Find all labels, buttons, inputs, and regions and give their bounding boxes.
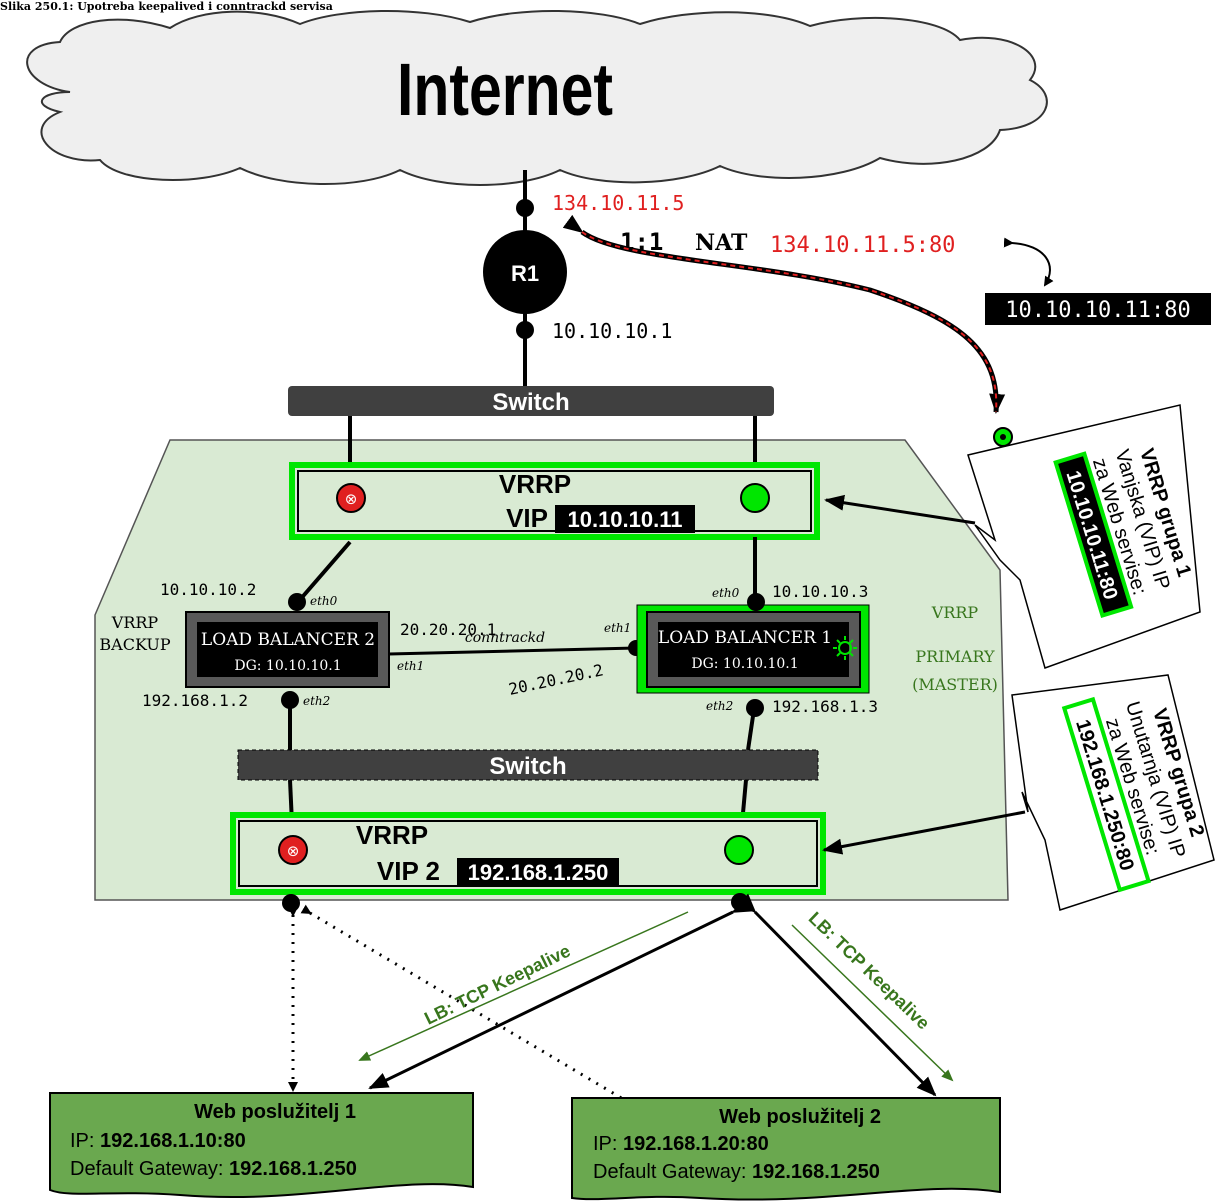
web1-gateway-label: Default Gateway: <box>70 1158 229 1180</box>
lb1-role-line2: PRIMARY <box>915 647 995 666</box>
vrrp1-vip-prefix: VIP <box>506 503 548 533</box>
vrrp-group-1-box <box>289 462 820 540</box>
web2-title: Web poslužitelj 2 <box>719 1106 881 1128</box>
vrrp2-master-port <box>731 893 749 911</box>
router-port-external <box>516 199 534 217</box>
nat-label: NAT <box>695 230 748 256</box>
svg-text:Default Gateway: 192.168.1.250: Default Gateway: 192.168.1.250 <box>593 1161 880 1183</box>
router-label: R1 <box>511 261 539 286</box>
keepalive-path-2 <box>791 924 954 1082</box>
lb2-eth2-port <box>281 691 299 709</box>
nat-external-address: 134.10.11.5:80 <box>770 233 955 258</box>
vrrp2-vip-address: 192.168.1.250 <box>468 860 609 885</box>
web2-ip-label: IP: <box>593 1133 623 1155</box>
lb1-eth1-label: eth1 <box>604 621 631 635</box>
web2-gateway-label: Default Gateway: <box>593 1161 752 1183</box>
lb2-eth1-ip: 20.20.20.1 <box>400 620 496 639</box>
lb1-eth0-ip: 10.10.10.3 <box>772 582 868 601</box>
lb2-role-line1: VRRP <box>111 613 159 632</box>
web2-gateway: 192.168.1.250 <box>752 1161 880 1183</box>
switch-bottom <box>237 749 819 781</box>
router-r1 <box>483 230 567 314</box>
lb1-eth2-ip: 192.168.1.3 <box>772 697 878 716</box>
lb2-title: LOAD BALANCER 2 <box>201 630 375 650</box>
lb1-eth0-label: eth0 <box>712 586 740 600</box>
switch-top-label: Switch <box>492 389 569 416</box>
vrrp2-master-status-icon <box>724 835 754 865</box>
lb1-title: LOAD BALANCER 1 <box>658 628 832 648</box>
vrrp2-backup-status-icon <box>278 835 308 865</box>
lb1-eth2-label: eth2 <box>706 699 733 713</box>
svg-text:IP: 192.168.1.10:80: IP: 192.168.1.10:80 <box>70 1130 246 1152</box>
load-balancer-2 <box>185 611 390 688</box>
web1-gateway: 192.168.1.250 <box>229 1158 357 1180</box>
internet-cloud: Internet <box>26 10 1048 186</box>
keepalive-label-1: LB: TCP Keepalive <box>421 941 573 1029</box>
lb1-role-line1: VRRP <box>931 603 979 622</box>
lb2-eth1-label: eth1 <box>397 659 424 673</box>
vrrp1-vip-address: 10.10.10.11 <box>567 507 682 532</box>
switch-bottom-label: Switch <box>489 753 566 780</box>
keepalive-path-1 <box>358 911 689 1061</box>
web1-ip-label: IP: <box>70 1130 100 1152</box>
lb2-eth0-ip: 10.10.10.2 <box>160 580 256 599</box>
internet-label: Internet <box>397 49 613 132</box>
sun-active-icon <box>833 636 857 660</box>
lb1-eth2-port <box>746 699 764 717</box>
lb2-eth0-label: eth0 <box>310 594 338 608</box>
lb2-default-gateway: DG: 10.10.10.1 <box>234 658 341 674</box>
svg-text:⊗: ⊗ <box>287 842 300 860</box>
nat-internal-address: 10.10.10.11:80 <box>1005 298 1190 323</box>
lb2-eth2-ip: 192.168.1.2 <box>142 691 248 710</box>
lb2-eth2-label: eth2 <box>303 694 330 708</box>
web1-ip: 192.168.1.10:80 <box>100 1130 246 1152</box>
web1-title: Web poslužitelj 1 <box>194 1101 356 1123</box>
router-external-ip: 134.10.11.5 <box>552 191 684 215</box>
lb1-eth0-port <box>747 593 765 611</box>
conntrackd-label: conntrackd <box>465 630 545 646</box>
vrrp1-title: VRRP <box>499 469 571 499</box>
switch-top <box>288 386 774 416</box>
nat-swap-arrow <box>1003 237 1054 287</box>
vrrp1-backup-status-icon <box>336 483 366 513</box>
vrrp1-master-status-icon <box>740 483 770 513</box>
vrrp2-backup-port <box>282 894 300 912</box>
figure-caption: Slika 250.1: Upotreba keepalived i connt… <box>0 0 333 13</box>
svg-text:IP: 192.168.1.20:80: IP: 192.168.1.20:80 <box>593 1133 769 1155</box>
keepalive-label-2: LB: TCP Keepalive <box>805 908 934 1033</box>
load-balancer-1 <box>636 604 870 694</box>
router-port-internal <box>516 321 534 339</box>
web-server-2 <box>571 1097 1001 1201</box>
lb2-eth0-port <box>288 593 306 611</box>
cluster-zone <box>94 439 1009 901</box>
vrrp2-title: VRRP <box>356 820 428 850</box>
vrrp2-vip-prefix: VIP 2 <box>377 856 440 886</box>
svg-text:Default Gateway: 192.168.1.250: Default Gateway: 192.168.1.250 <box>70 1158 357 1180</box>
lb1-default-gateway: DG: 10.10.10.1 <box>691 656 798 672</box>
web2-ip: 192.168.1.20:80 <box>623 1133 769 1155</box>
lb1-role-line3: (MASTER) <box>912 675 998 694</box>
conntrackd-link <box>388 646 637 656</box>
svg-text:⊗: ⊗ <box>345 490 358 508</box>
lb2-role-line2: BACKUP <box>99 635 170 654</box>
web-server-1 <box>49 1092 474 1199</box>
router-internal-ip: 10.10.10.1 <box>552 319 672 343</box>
